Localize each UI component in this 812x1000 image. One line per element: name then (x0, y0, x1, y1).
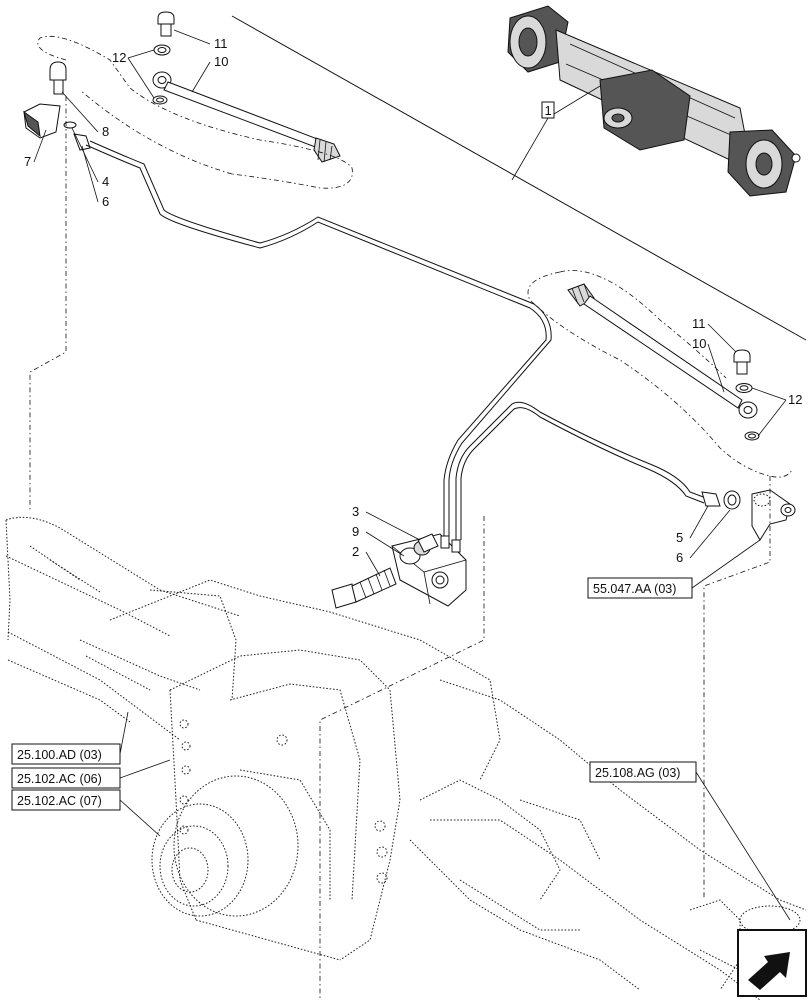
axle-housing (5, 516, 807, 1000)
ref-box-25-108-ag[interactable]: 25.108.AG (03) (589, 761, 791, 921)
callout-6-right-label: 6 (676, 550, 683, 565)
brake-pipe-main (85, 140, 552, 540)
next-page-arrow-icon[interactable] (737, 929, 807, 997)
callout-8-label: 8 (102, 124, 109, 139)
ref-box-25-102-ac-07[interactable]: 25.102.AC (07) (11, 789, 161, 837)
callout-11-right-label: 11 (692, 316, 706, 331)
callout-10-right-label: 10 (692, 336, 706, 351)
upper-hose-assembly (152, 11, 341, 163)
callout-7: 7 (24, 129, 47, 169)
ref-25-108-ag-label: 25.108.AG (03) (595, 766, 680, 780)
callout-3: 3 (352, 504, 421, 541)
callout-7-label: 7 (24, 154, 31, 169)
callout-12-right: 12 (751, 387, 802, 437)
callout-5: 5 (676, 505, 709, 545)
callout-1: 1 (511, 85, 601, 181)
ref-box-25-102-ac-06[interactable]: 25.102.AC (06) (11, 759, 171, 789)
callout-12-top: 12 (112, 49, 155, 99)
callout-11-top-label: 11 (214, 36, 228, 51)
callout-11-right: 11 (692, 316, 737, 353)
callout-5-label: 5 (676, 530, 683, 545)
axle-thumbnail (507, 5, 801, 197)
brake-pipe-right (455, 401, 707, 540)
right-hose-assembly (567, 283, 760, 441)
callout-10-top-label: 10 (214, 54, 228, 69)
upper-hose-envelope (37, 35, 353, 189)
callout-11-top: 11 (173, 29, 228, 51)
callout-12-top-label: 12 (112, 50, 126, 65)
callout-10-right: 10 (692, 336, 725, 393)
ref-25-102-ac-06-label: 25.102.AC (06) (17, 772, 102, 786)
callout-2: 2 (352, 544, 381, 577)
callout-6-right: 6 (676, 509, 731, 565)
callout-1-label: 1 (545, 103, 552, 118)
callout-2-label: 2 (352, 544, 359, 559)
callout-4-label: 4 (102, 174, 109, 189)
ref-25-100-ad-label: 25.100.AD (03) (17, 748, 102, 762)
callout-10-top: 10 (191, 54, 228, 93)
ref-box-55-047[interactable]: 55.047.AA (03) (587, 539, 761, 599)
callout-3-label: 3 (352, 504, 359, 519)
right-end-fittings (701, 489, 796, 541)
callout-9-label: 9 (352, 524, 359, 539)
junction-block (331, 533, 467, 609)
ref-25-102-ac-07-label: 25.102.AC (07) (17, 794, 102, 808)
right-hose-envelope (527, 270, 793, 478)
separator-line (231, 15, 807, 341)
ref-box-25-100-ad[interactable]: 25.100.AD (03) (11, 711, 129, 765)
ref-55-047-label: 55.047.AA (03) (593, 582, 676, 596)
callout-12-right-label: 12 (788, 392, 802, 407)
callout-9: 9 (352, 524, 405, 557)
callout-6-left: 6 (81, 145, 109, 209)
callout-8: 8 (61, 91, 109, 139)
dash-leaders (29, 96, 771, 1000)
callout-6-left-label: 6 (102, 194, 109, 209)
callout-4: 4 (71, 127, 109, 189)
left-fitting-assembly (23, 61, 91, 151)
